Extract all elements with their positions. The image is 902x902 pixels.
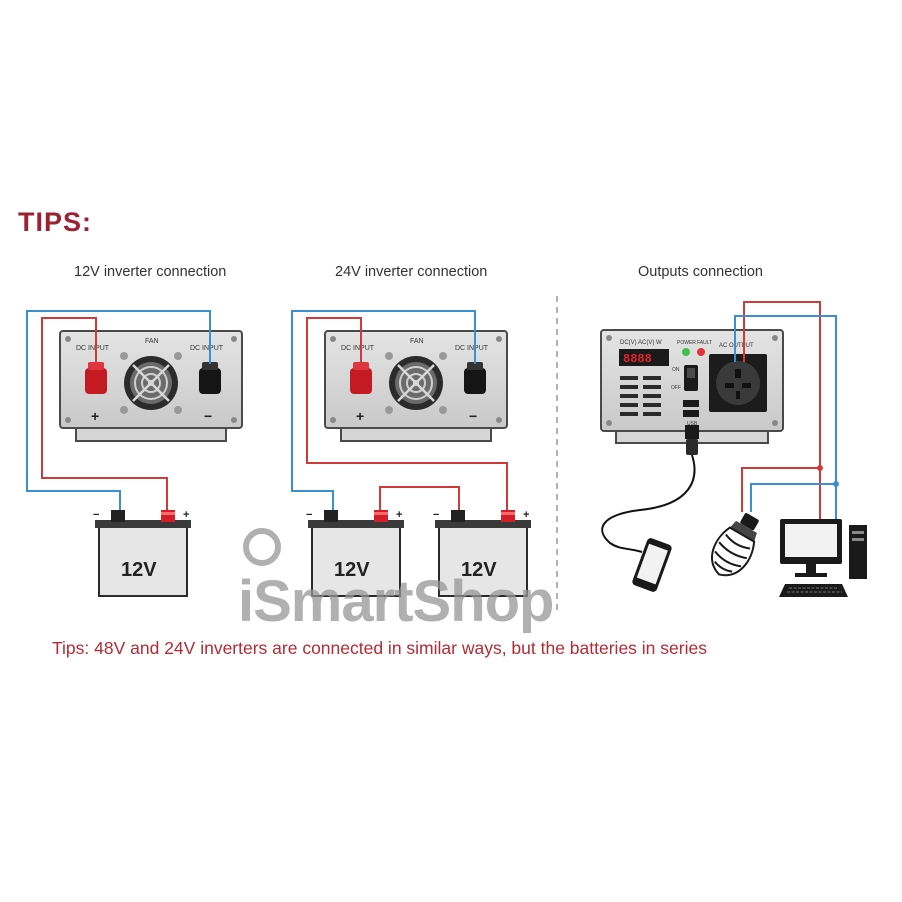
section-title-12v: 12V inverter connection [74,264,227,280]
watermark-ring-icon [243,528,281,566]
ac-output-label: AC OUTPUT [719,343,754,349]
battery-24v-b: 12V − + [433,509,532,597]
dc-input-label-neg: DC INPUT [455,345,489,352]
plus-sign: + [91,408,99,424]
battery-label: 12V [334,559,370,581]
negative-wire [734,315,837,519]
fault-label: FAULT [697,340,712,346]
negative-wire [291,310,476,510]
on-label: ON [672,367,680,373]
battery-label: 12V [121,559,157,581]
series-link-wire [379,486,460,510]
inverter-12v: FAN DC INPUT DC INPUT + − [59,330,243,442]
battery-minus: − [306,509,312,521]
fan-icon [122,354,180,412]
display-label: DC(V) AC(V) W [620,340,662,346]
negative-wire [26,310,211,510]
minus-sign: − [469,408,477,424]
dc-input-label-neg: DC INPUT [190,345,224,352]
inverter-output: DC(V) AC(V) W 8888 POWER FAULT AC OUTPUT… [600,329,784,444]
fault-led [697,348,705,356]
usb-plug-icon [685,425,699,439]
power-led [682,348,690,356]
positive-wire [743,301,821,519]
power-label: POWER [677,340,696,346]
phone-icon [632,538,672,592]
usb-cable [601,454,696,553]
battery-12v: 12V − + [93,509,192,597]
battery-plus: + [183,509,189,521]
fan-label: FAN [145,338,159,345]
display-value: 8888 [623,352,652,366]
bulb-positive-wire [741,467,820,512]
battery-minus: − [93,509,99,521]
positive-wire [41,317,168,510]
bulb-negative-wire [750,483,836,512]
bulb-icon [711,513,759,577]
battery-24v-a: 12V − + [306,509,405,597]
battery-minus: − [433,509,439,521]
positive-wire [306,317,508,510]
usb-label: USB [687,421,698,427]
off-label: OFF [671,385,681,391]
fan-label: FAN [410,338,424,345]
tips-heading: TIPS: [18,207,93,237]
battery-plus: + [396,509,402,521]
battery-plus: + [523,509,529,521]
battery-label: 12V [461,559,497,581]
dc-input-label-pos: DC INPUT [341,345,375,352]
fan-icon [387,354,445,412]
computer-icon [779,519,867,597]
dc-input-label-pos: DC INPUT [76,345,110,352]
section-title-outputs: Outputs connection [638,264,763,280]
tips-note: Tips: 48V and 24V inverters are connecte… [52,638,707,658]
plus-sign: + [356,408,364,424]
section-title-24v: 24V inverter connection [335,264,488,280]
digital-display [619,349,669,366]
minus-sign: − [204,408,212,424]
inverter-24v: FAN DC INPUT DC INPUT + − [324,330,508,442]
vent-slots [620,376,661,416]
usb-port [683,400,699,407]
watermark: iSmartShop [238,569,554,634]
